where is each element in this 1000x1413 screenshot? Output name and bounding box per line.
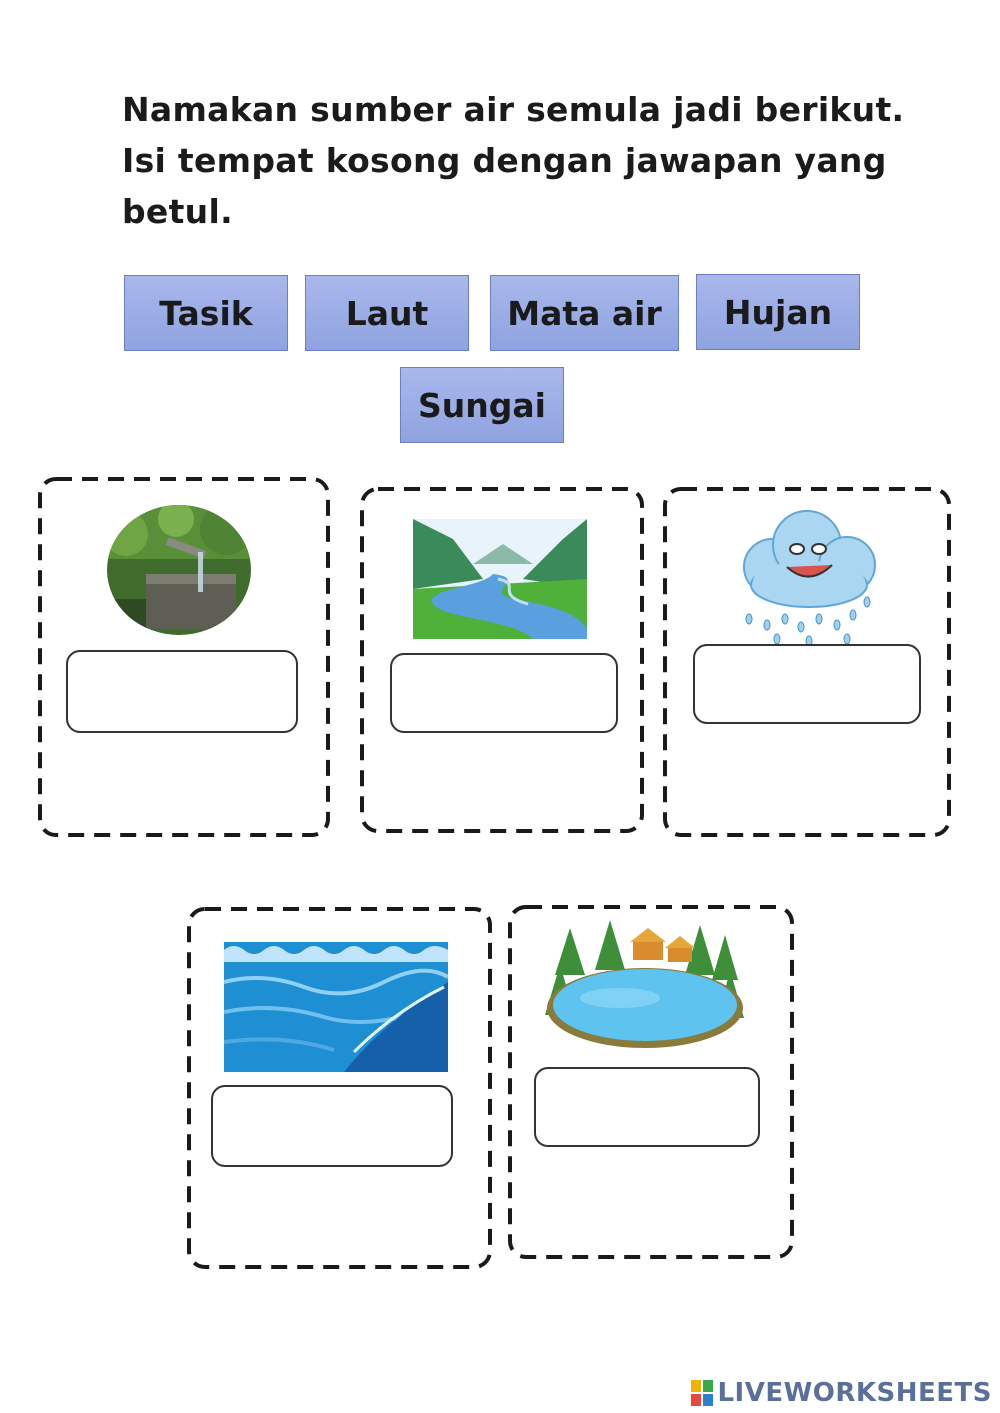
instruction-line-2: Isi tempat kosong dengan jawapan yang bbox=[122, 141, 887, 180]
lake-icon bbox=[545, 920, 744, 1048]
instruction-line-3: betul. bbox=[122, 192, 233, 231]
word-chip-sungai[interactable]: Sungai bbox=[400, 367, 564, 443]
liveworksheets-logo-text: LIVEWORKSHEETS bbox=[717, 1378, 992, 1408]
card-spring bbox=[38, 477, 330, 837]
card-river bbox=[360, 487, 644, 833]
dashed-border bbox=[360, 487, 644, 833]
word-chip-laut[interactable]: Laut bbox=[305, 275, 469, 351]
word-chip-tasik[interactable]: Tasik bbox=[124, 275, 288, 351]
card-rain bbox=[663, 487, 951, 837]
answer-box-2[interactable] bbox=[390, 653, 618, 733]
water-spring-icon bbox=[107, 505, 251, 635]
dashed-border bbox=[187, 907, 492, 1269]
answer-box-5[interactable] bbox=[534, 1067, 760, 1147]
word-chip-mata-air[interactable]: Mata air bbox=[490, 275, 679, 351]
card-lake bbox=[508, 905, 794, 1259]
answer-box-1[interactable] bbox=[66, 650, 298, 733]
dashed-border bbox=[38, 477, 330, 837]
liveworksheets-logo: LIVEWORKSHEETS bbox=[691, 1378, 992, 1408]
river-icon bbox=[413, 519, 587, 639]
answer-box-4[interactable] bbox=[211, 1085, 453, 1167]
sea-waves-icon bbox=[224, 942, 448, 1072]
instructions: Namakan sumber air semula jadi berikut. … bbox=[122, 84, 905, 237]
answer-box-3[interactable] bbox=[693, 644, 921, 724]
dashed-border bbox=[508, 905, 794, 1259]
word-chip-hujan[interactable]: Hujan bbox=[696, 274, 860, 350]
dashed-border bbox=[663, 487, 951, 837]
card-sea bbox=[187, 907, 492, 1269]
instruction-line-1: Namakan sumber air semula jadi berikut. bbox=[122, 90, 905, 129]
rain-cloud-icon bbox=[743, 510, 876, 647]
liveworksheets-logo-icon bbox=[691, 1380, 714, 1406]
